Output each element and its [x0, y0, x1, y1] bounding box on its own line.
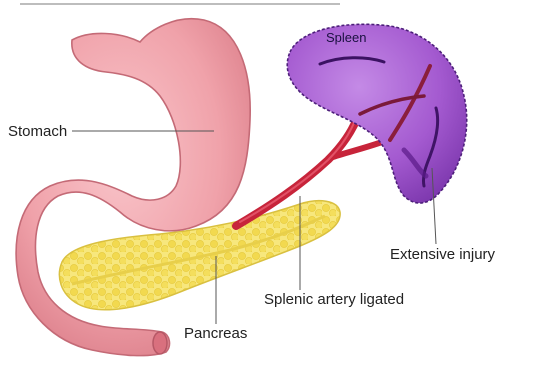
extensive-injury-label: Extensive injury — [390, 247, 495, 262]
duodenum-opening — [153, 332, 167, 354]
spleen-label: Spleen — [326, 31, 366, 44]
stomach-label: Stomach — [8, 124, 67, 139]
pancreas-label: Pancreas — [184, 326, 247, 341]
splenic-artery-label: Splenic artery ligated — [264, 292, 404, 307]
